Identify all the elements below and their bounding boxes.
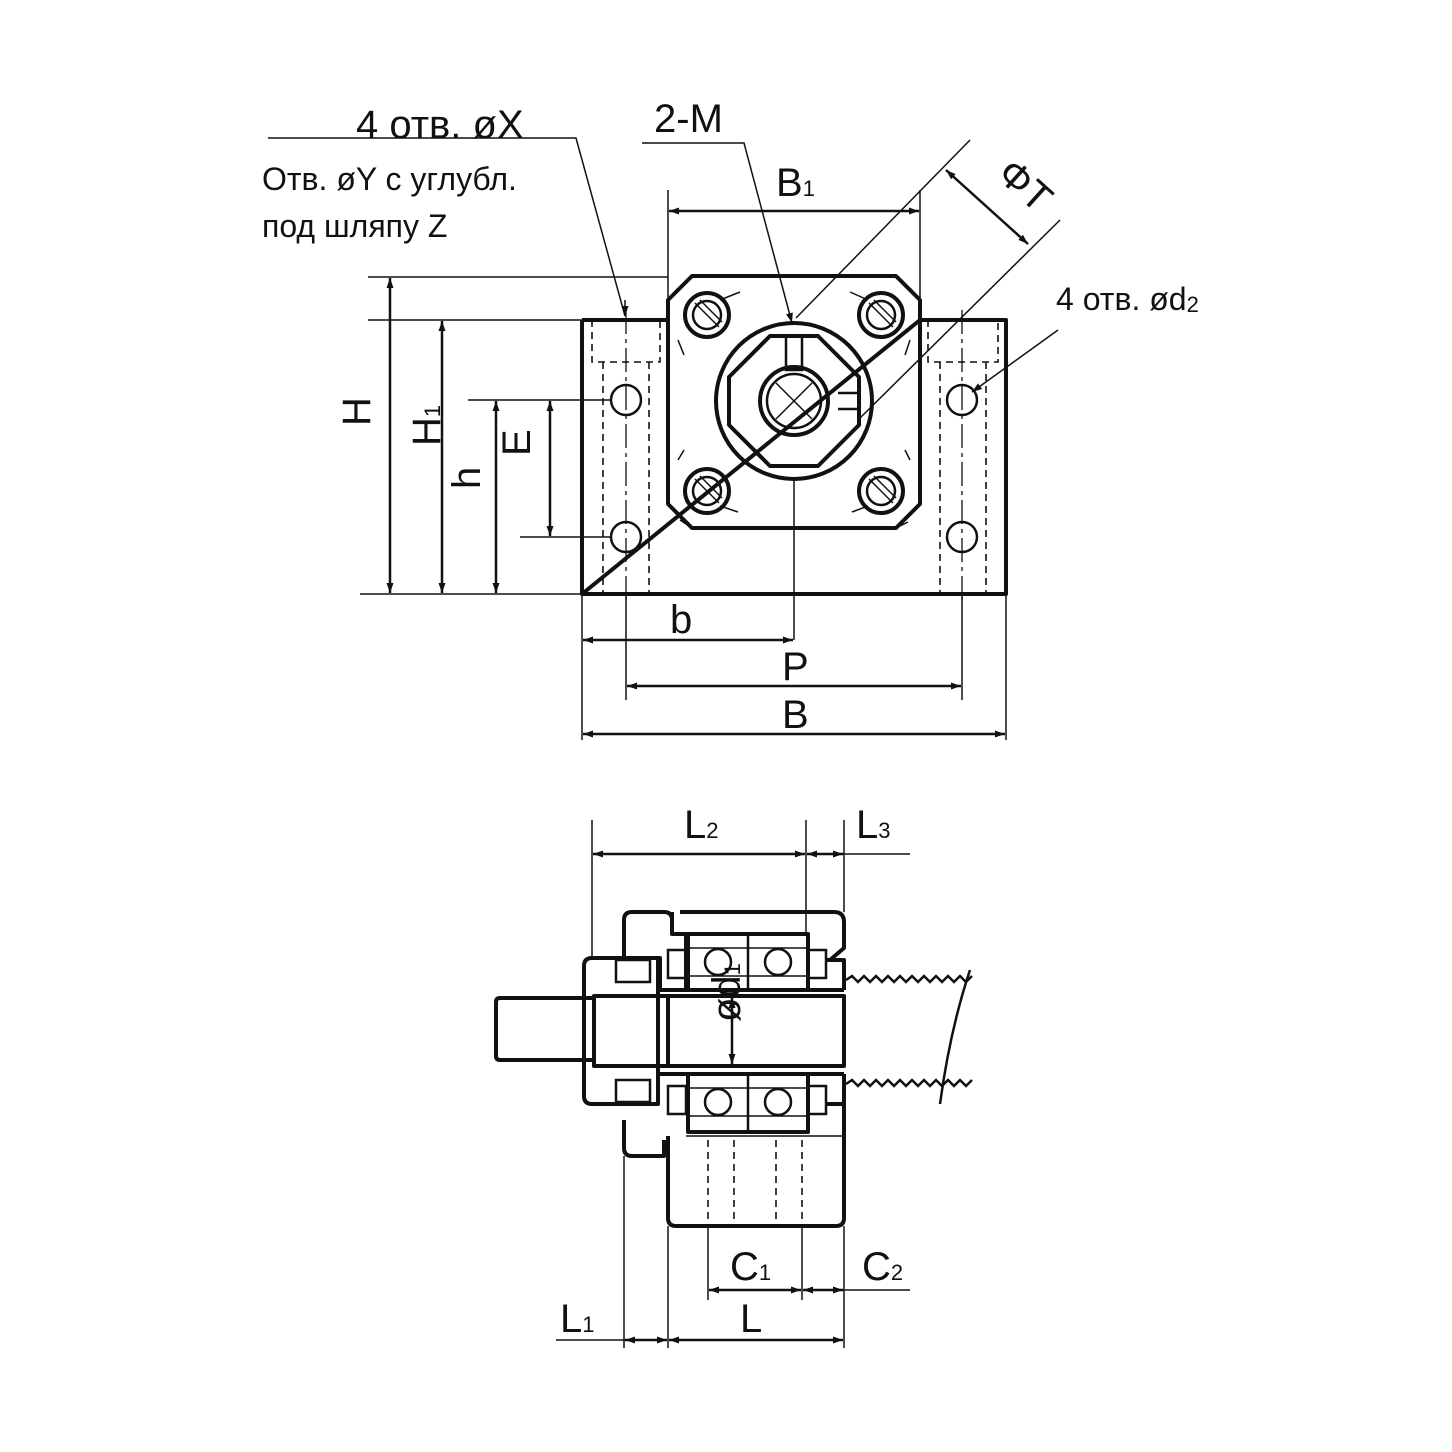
bolt-icon [857, 291, 905, 339]
label-h-lower: h [445, 467, 489, 489]
bolt-icon [857, 467, 905, 515]
side-hole-icon [945, 383, 979, 417]
lock-nut [727, 334, 861, 468]
label-h1: H1 [405, 405, 449, 446]
label-e: E [495, 429, 539, 456]
side-hole-icon [945, 520, 979, 554]
label-l: L [740, 1297, 762, 1341]
label-c2: C2 [862, 1245, 903, 1289]
label-holes-x: 4 отв. øX [356, 103, 524, 147]
side-view: L2 L3 ød1 C1 C2 L1 L [494, 803, 973, 1348]
label-holes-y-2: под шляпу Z [262, 208, 447, 244]
label-b1: B1 [776, 161, 815, 205]
label-p: P [782, 645, 809, 689]
label-phi-t: ΦT [989, 151, 1060, 221]
label-h: H [335, 397, 379, 426]
label-l3: L3 [856, 803, 891, 847]
bolt-icon [683, 467, 731, 515]
bolt-icon [683, 291, 731, 339]
label-holes-d2: 4 отв. ød2 [1056, 281, 1199, 317]
label-2m: 2-M [654, 97, 723, 141]
label-l1: L1 [560, 1297, 595, 1341]
label-d1: ød1 [705, 963, 749, 1022]
label-holes-y-1: Отв. øY с углубл. [262, 161, 517, 197]
housing-circle [714, 321, 874, 481]
label-b-lower: b [670, 598, 692, 642]
front-view: 4 отв. øX Отв. øY с углубл. под шляпу Z … [262, 97, 1199, 740]
label-l2: L2 [684, 803, 719, 847]
bearing-icon [686, 1072, 810, 1134]
shaft [494, 996, 596, 1062]
label-c1: C1 [730, 1245, 771, 1289]
screw-thread [845, 974, 973, 984]
label-b: B [782, 693, 809, 737]
